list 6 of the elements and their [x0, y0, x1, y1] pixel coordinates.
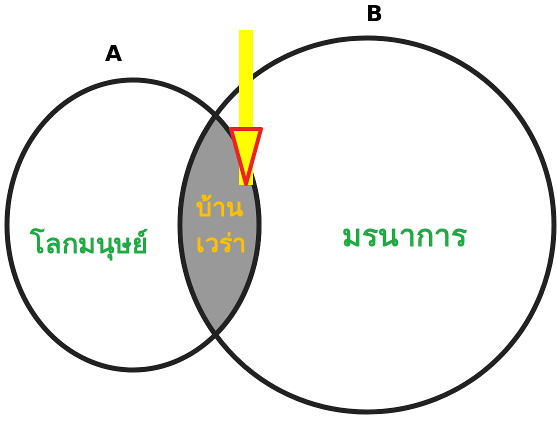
region-label: บ้านเวร่า	[196, 192, 247, 260]
set-label: A	[105, 42, 122, 67]
region-label: โลกมนุษย์	[30, 227, 148, 263]
region-label: มรนาการ	[342, 218, 467, 256]
set-label: B	[366, 2, 383, 27]
arrow	[229, 30, 263, 186]
